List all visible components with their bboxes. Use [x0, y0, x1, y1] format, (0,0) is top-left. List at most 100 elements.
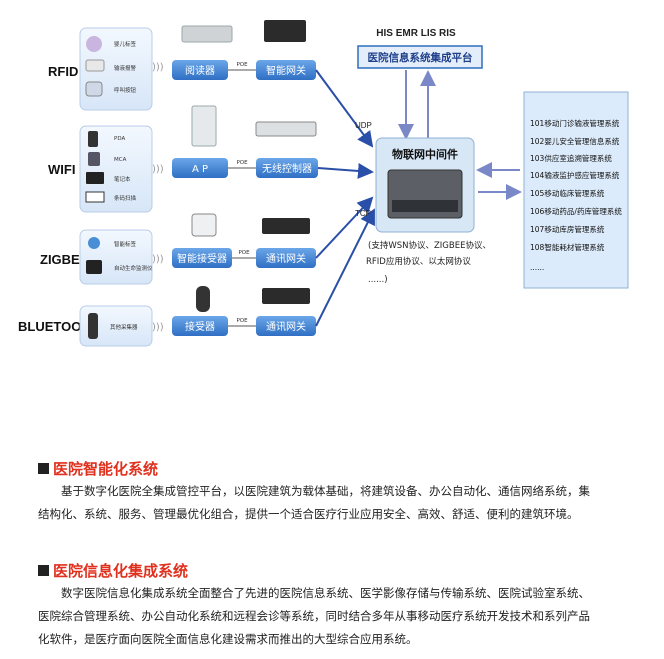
system-item: 101移动门诊输液管理系统 [530, 118, 620, 128]
signal-icon: ))) [152, 164, 164, 175]
node-wireless-controller [256, 158, 318, 178]
card-item: 智能标签 [114, 240, 137, 248]
systems-label: HIS EMR LIS RIS [376, 28, 456, 39]
server-panel [392, 200, 458, 212]
gateway-device-icon [264, 20, 306, 42]
node-label: 通讯网关 [266, 252, 306, 265]
gateway-device-icon [262, 218, 310, 234]
signal-icon: ))) [152, 254, 164, 265]
card-item: 笔记本 [114, 175, 131, 183]
arrow-rfid [315, 69, 374, 148]
system-item: 105移动临床管理系统 [530, 188, 605, 198]
reader-device-icon [181, 25, 233, 43]
arrow-bluetooth [315, 208, 375, 327]
access-point-icon [191, 105, 217, 147]
row-rfid: RFID 婴儿标签 输液报警 呼叫按钮 ))) 阅读器 POE 智能网关 [48, 20, 316, 111]
system-item: ...... [530, 263, 544, 272]
device-card [79, 125, 153, 213]
mca-icon [88, 152, 100, 166]
section-title-text: 医院信息化集成系统 [53, 562, 189, 580]
card-item: MCA [114, 157, 127, 163]
card-item: 呼叫按钮 [114, 86, 137, 94]
row-wifi: WIFI PDA MCA 笔记本 条码扫描 ))) A P POE 无线控制器 [48, 105, 318, 213]
node-comm-gateway [256, 316, 316, 336]
card-item: PDA [114, 136, 125, 142]
receiver-device-icon [191, 213, 217, 237]
section-title-text: 医院智能化系统 [53, 460, 159, 478]
collector-icon [88, 313, 98, 339]
node-ap [172, 158, 228, 178]
smart-tag-icon [88, 237, 100, 249]
tcp-label: TCP [355, 209, 371, 218]
node-smart-receiver [172, 248, 232, 268]
section-paragraph: 数字医院信息化集成系统全面整合了先进的医院信息系统、医学影像存储与传输系统、医院… [38, 582, 628, 651]
platform-box [357, 45, 483, 69]
signal-icon: ))) [152, 62, 164, 73]
node-label: 接受器 [185, 320, 215, 333]
card-item: 婴儿标签 [114, 40, 137, 48]
section-title-information: 医院信息化集成系统 [38, 560, 188, 581]
switch-device-icon [255, 121, 317, 137]
node-label: 阅读器 [185, 64, 215, 77]
system-item: 102婴儿安全管理信息系统 [530, 136, 620, 146]
call-button-icon [85, 81, 103, 97]
node-receiver [172, 316, 228, 336]
platform-label: 医院信息系统集成平台 [368, 51, 473, 64]
row-label: BLUETOOTH [18, 319, 99, 334]
barcode-scanner-icon [85, 191, 105, 203]
paragraph-line: 化软件，是医疗面向医院全面信息化建设需求而推出的大型综合应用系统。 [38, 632, 418, 646]
section-title-intelligent: 医院智能化系统 [38, 458, 158, 479]
protocol-line: RFID应用协议、以太网协议 [366, 256, 471, 267]
system-item: 103供应室追溯管理系统 [530, 153, 612, 163]
iot-architecture-diagram: RFID 婴儿标签 输液报警 呼叫按钮 ))) 阅读器 POE 智能网关 WIF… [18, 20, 629, 347]
node-label: A P [192, 164, 208, 175]
poe-label: POE [236, 62, 248, 68]
row-label: WIFI [48, 162, 75, 177]
row-zigbee: ZIGBEE 智能标签 自动生命监测仪 ))) 智能接受器 POE 通讯网关 [40, 213, 316, 285]
bullet-square-icon [38, 565, 49, 576]
card-item: 输液报警 [114, 64, 137, 72]
poe-label: POE [236, 318, 248, 324]
node-gateway [256, 60, 316, 80]
paragraph-line: 数字医院信息化集成系统全面整合了先进的医院信息系统、医学影像存储与传输系统、医院… [61, 586, 590, 600]
connection-arrows [315, 69, 375, 327]
protocol-line: (支持WSN协议、ZIGBEE协议、 [368, 240, 491, 251]
node-reader [172, 60, 228, 80]
poe-label: POE [236, 160, 248, 166]
node-label: 无线控制器 [262, 162, 312, 175]
node-label: 通讯网关 [266, 320, 306, 333]
row-bluetooth: BLUETOOTH 其他采集器 ))) 接受器 POE 通讯网关 [18, 286, 316, 347]
gateway-device-icon [262, 288, 310, 304]
paragraph-line: 结构化、系统、服务、管理最优化组合，提供一个适合医疗行业应用安全、高效、舒适、便… [38, 507, 579, 521]
infusion-alarm-icon [85, 59, 105, 72]
node-comm-gateway [256, 248, 316, 268]
protocol-line: ......) [368, 275, 388, 285]
pda-icon [88, 131, 98, 147]
bluetooth-receiver-icon [196, 286, 210, 312]
laptop-icon [86, 172, 104, 184]
arrow-zigbee [315, 196, 374, 259]
row-label: ZIGBEE [40, 252, 89, 267]
card-item: 其他采集器 [110, 323, 138, 331]
baby-tag-icon [86, 36, 102, 52]
poe-label: POE [238, 250, 250, 256]
paragraph-line: 基于数字化医院全集成管控平台，以医院建筑为载体基础，将建筑设备、办公自动化、通信… [61, 484, 590, 498]
node-label: 智能网关 [266, 64, 306, 77]
middleware-label: 物联网中间件 [392, 147, 458, 161]
system-item: 104输液监护感应管理系统 [530, 170, 620, 180]
systems-panel [523, 91, 629, 289]
signal-icon: ))) [152, 322, 164, 333]
arrow-wifi [317, 162, 374, 179]
system-item: 106移动药品/药库管理系统 [530, 206, 622, 216]
row-label: RFID [48, 64, 78, 79]
bullet-square-icon [38, 463, 49, 474]
system-item: 107移动库房管理系统 [530, 224, 605, 234]
node-label: 智能接受器 [177, 252, 227, 265]
card-item: 条码扫描 [114, 194, 137, 202]
udp-label: UDP [355, 121, 372, 130]
system-item: 108智能耗材管理系统 [530, 242, 605, 252]
paragraph-line: 医院综合管理系统、办公自动化系统和远程会诊等系统，同时结合多年从事移动医疗系统开… [38, 609, 590, 623]
card-item: 自动生命监测仪 [114, 264, 153, 272]
vital-monitor-icon [86, 260, 102, 274]
section-paragraph: 基于数字化医院全集成管控平台，以医院建筑为载体基础，将建筑设备、办公自动化、通信… [38, 480, 628, 526]
